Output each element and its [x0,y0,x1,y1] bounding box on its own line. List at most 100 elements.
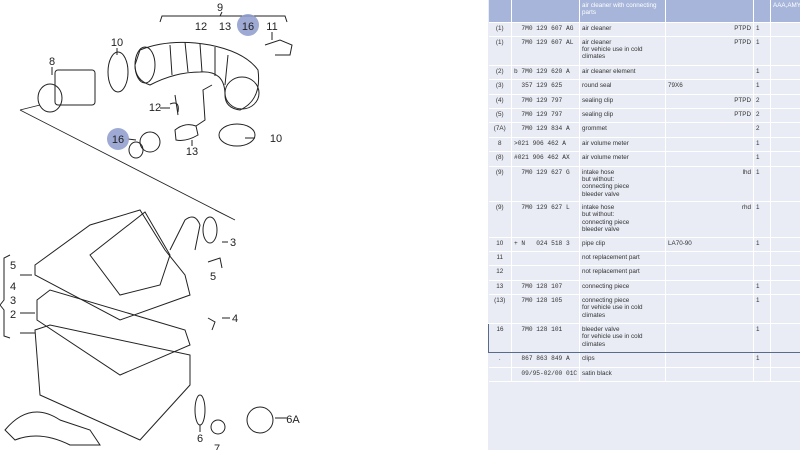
callout-10b: 10 [270,133,282,145]
description-cell: air cleaner for vehicle use in cold clim… [579,36,666,66]
part-number-cell: 7M0 128 105 [511,294,580,325]
quantity-cell: 1 [753,36,771,66]
quantity-cell: 1 [753,352,771,368]
description-cell: intake hose but without: connecting piec… [579,166,666,203]
model-cell [770,367,800,382]
remark-cell [665,367,754,382]
description-cell: air cleaner element [579,65,666,81]
part-number-cell: 357 129 625 [511,79,580,95]
position-cell: (3) [488,79,512,95]
remark-cell [665,65,754,81]
mark-text: PTPD [734,38,751,46]
callout-3: 3 [230,237,236,249]
remark-cell [665,294,754,325]
remark-cell: LA70-90 [665,237,754,253]
part-number-cell: b 7M0 129 620 A [511,65,580,81]
position-cell: (13) [488,294,512,325]
air-cleaner-housing [34,324,191,441]
header-model: AAA,AMY [770,0,800,23]
mark-text: PTPD [734,96,751,104]
table-header: air cleaner with connecting parts AAA,AM… [488,0,800,23]
callout-7: 7 [214,443,220,450]
air-cleaner-element [36,289,191,376]
quantity-cell: 1 [753,280,771,296]
position-cell: 12 [488,265,512,281]
callout-6: 6 [197,433,203,445]
position-cell: 13 [488,280,512,296]
model-cell [770,122,800,138]
remark-cell [665,323,754,354]
highlight-16-left [107,128,129,150]
position-cell: (4) [488,94,512,110]
exploded-parts-diagram: 9 12 13 16 11 10 8 12 16 13 10 3 5 4 6A … [0,2,300,450]
description-cell: connecting piece for vehicle use in cold… [579,294,666,325]
quantity-cell: 1 [753,151,771,167]
callout-12b: 12 [149,102,161,114]
remark-cell [665,352,754,368]
description-cell: air cleaner [579,22,666,37]
remark-cell: PTPD [665,22,754,37]
part-number-cell: 867 863 849 A [511,352,580,368]
position-cell: (8) [488,151,512,167]
mark-text: rhd [741,204,751,212]
part-number-cell: 7M0 129 627 G [511,166,580,203]
remark-cell [665,280,754,296]
callout-4: 4 [232,313,238,325]
mark-text: PTPD [734,111,751,119]
part-number-cell: + N 024 518 3 [511,237,580,253]
header-group-name: air cleaner with connecting parts [579,0,666,23]
part-number-cell: 7M0 129 797 [511,94,580,110]
remark-cell: PTPD [665,36,754,66]
position-cell: 11 [488,251,512,267]
part-number-cell: 7M0 128 101 [511,323,580,354]
remark-text: 79X6 [668,82,683,90]
position-cell: 10 [488,237,512,253]
model-cell [770,22,800,37]
description-cell: pipe clip [579,237,666,253]
description-cell: intake hose but without: connecting piec… [579,201,666,238]
model-cell [770,94,800,110]
part-number-cell: 7M0 129 797 [511,108,580,124]
description-cell: grommet [579,122,666,138]
mark-text: lhd [742,168,751,176]
table-row[interactable]: 12 not replacement part [488,265,800,281]
model-cell [770,251,800,267]
model-cell [770,265,800,281]
part-number-cell: 7M0 129 607 AG [511,22,580,37]
quantity-cell: 1 [753,323,771,354]
callout-13: 13 [219,21,231,33]
remark-cell [665,251,754,267]
callout-16[interactable]: 16 [242,21,254,33]
description-cell: air volume meter [579,151,666,167]
callout-13b: 13 [186,146,198,158]
model-cell [770,65,800,81]
model-cell [770,280,800,296]
description-cell: not replacement part [579,265,666,281]
part-number-cell: 7M0 129 834 A [511,122,580,138]
remark-text: LA70-90 [668,239,692,247]
position-cell: (2) [488,65,512,81]
model-cell [770,352,800,368]
quantity-cell: 1 [753,294,771,325]
quantity-cell: 1 [753,201,771,238]
air-cleaner-lid [34,209,191,321]
callout-16b[interactable]: 16 [112,134,124,146]
